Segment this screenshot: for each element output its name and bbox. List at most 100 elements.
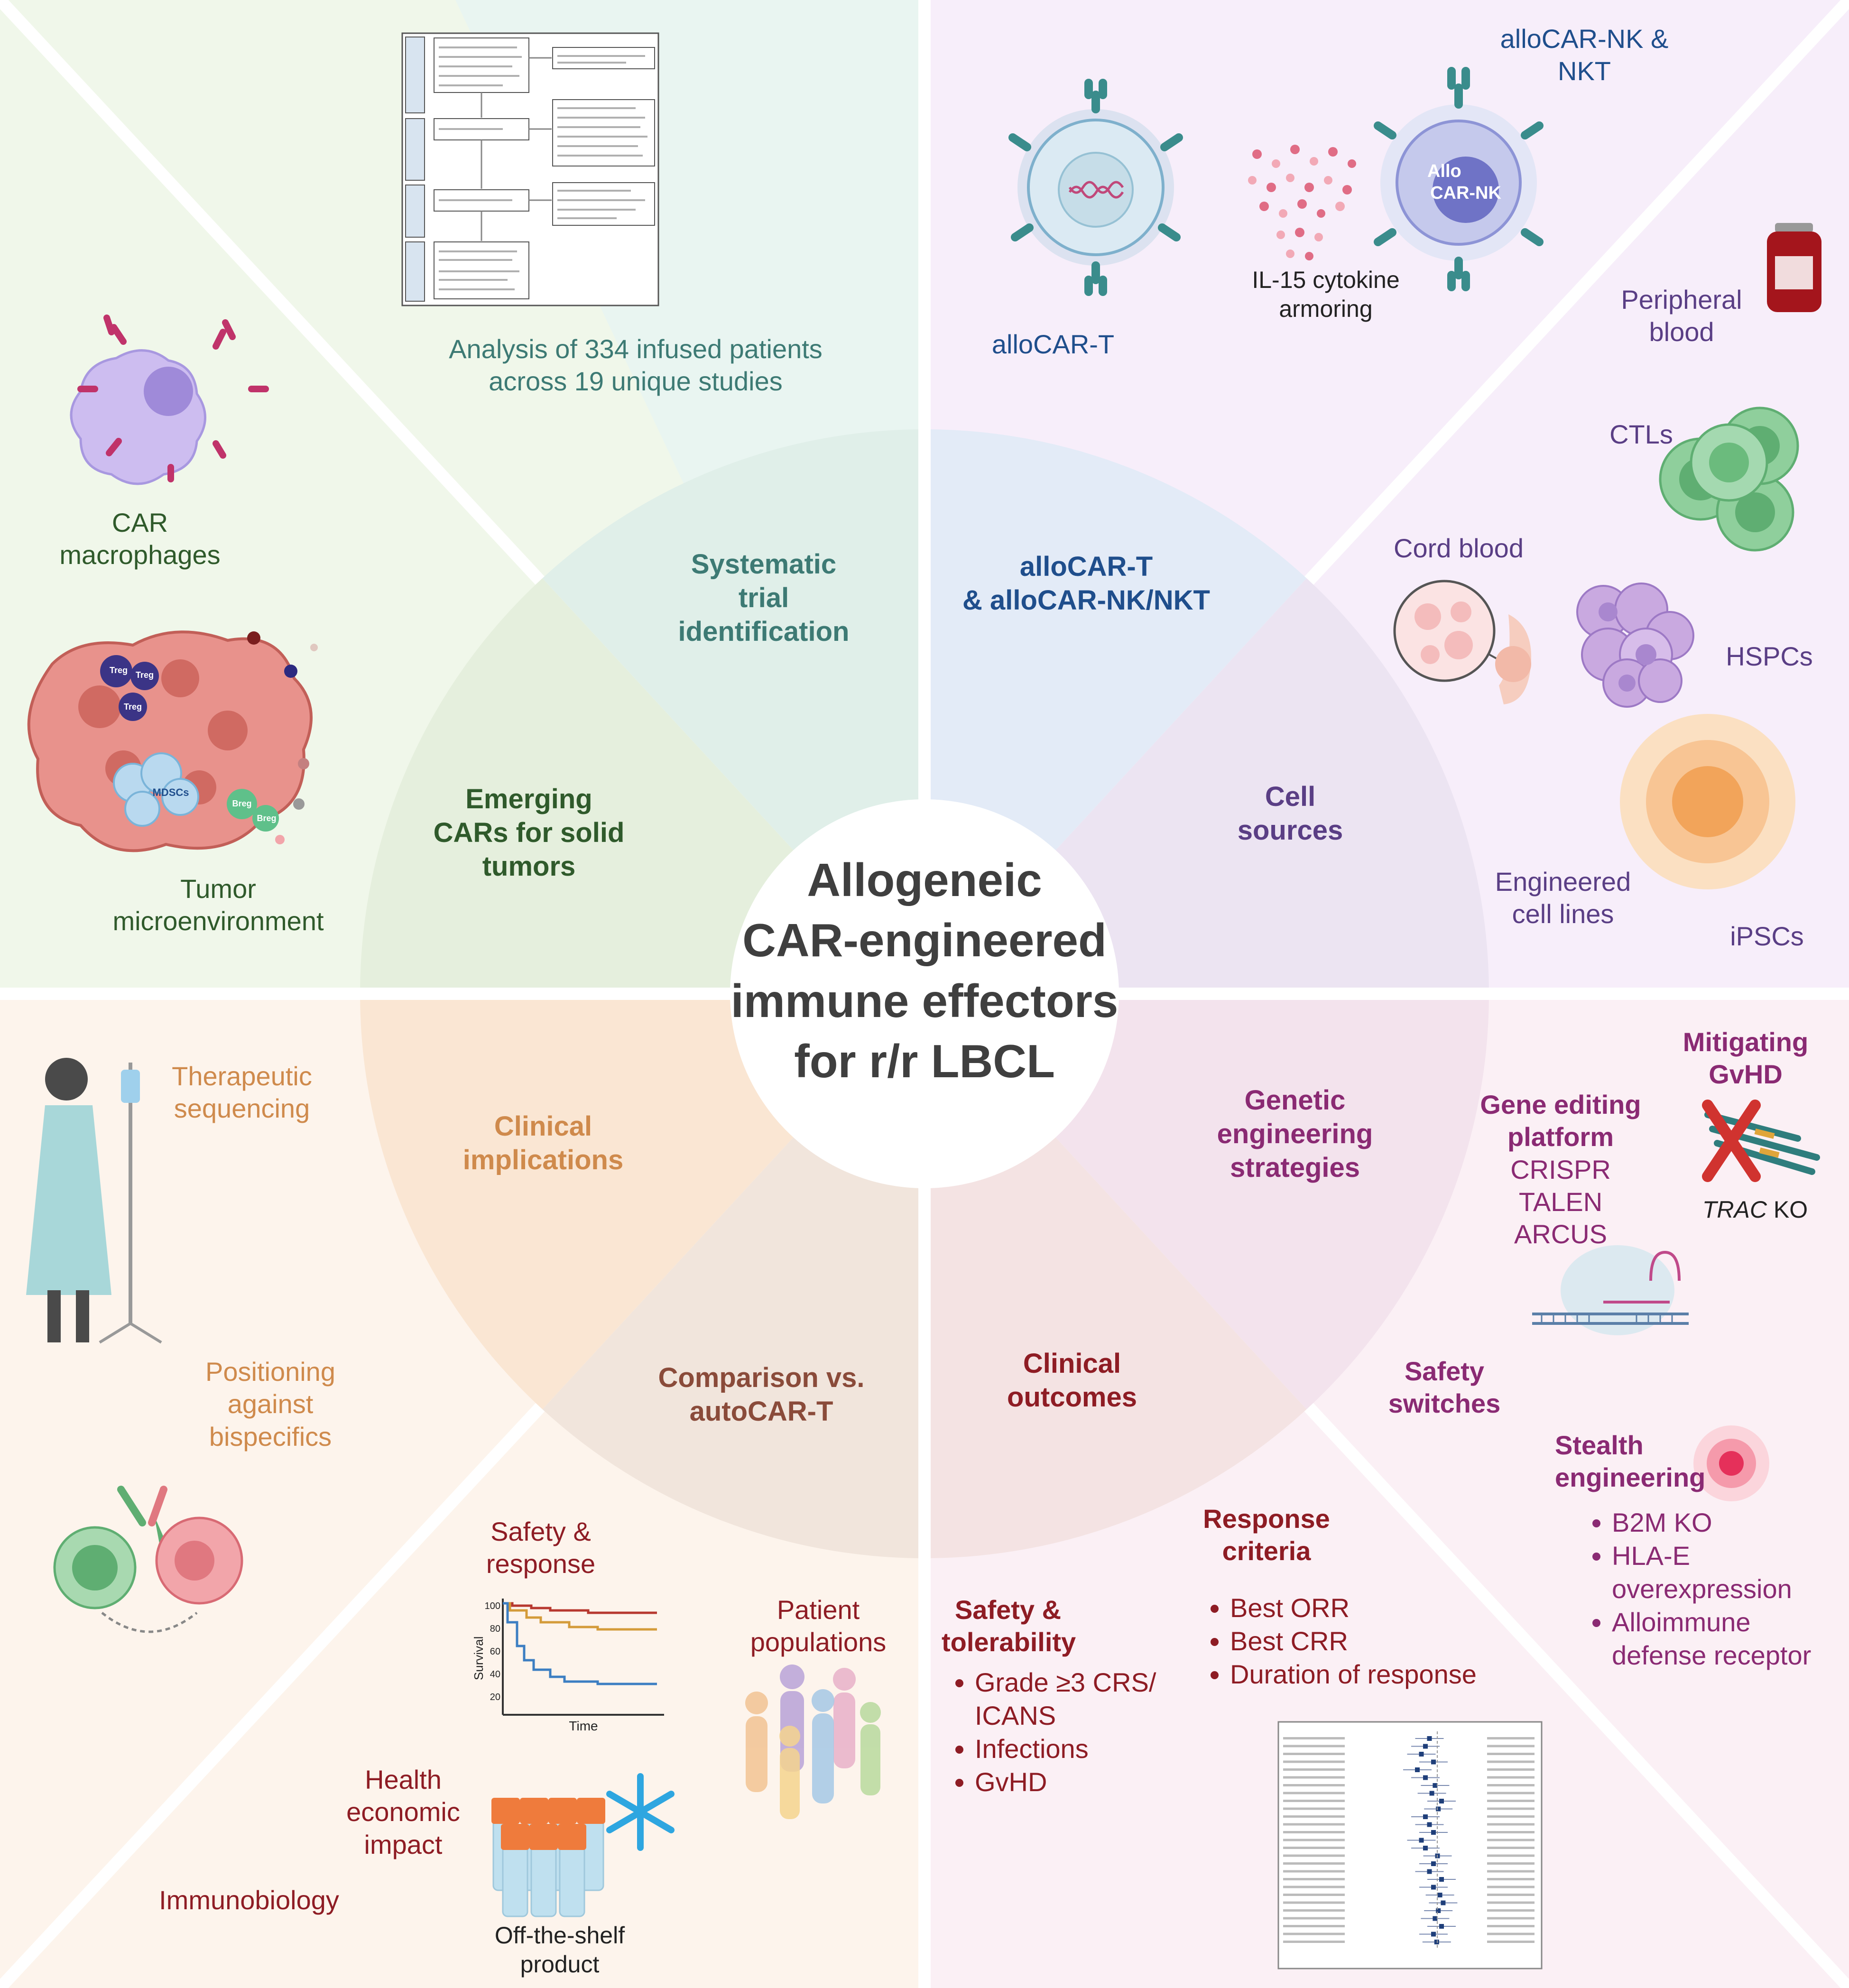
segment-outcomes (924, 1135, 1307, 1558)
response-l1: Response (1203, 1504, 1330, 1534)
allocar-nk-label: alloCAR-NK & NKT (1480, 23, 1689, 88)
segment-label-genetic: Genetic engineering strategies (1200, 1084, 1390, 1184)
stealth-l1: Stealth (1555, 1430, 1644, 1460)
breg-label-2: Breg (257, 814, 277, 823)
nk-l2: NKT (1558, 56, 1611, 86)
comparison-l2: autoCAR-T (689, 1396, 833, 1427)
implications-l2: implications (462, 1144, 624, 1175)
segment-comparison (542, 1135, 924, 1558)
tme-l2: microenvironment (112, 906, 324, 936)
forest-point (1431, 1861, 1436, 1866)
forest-row-text (1283, 1745, 1345, 1748)
ots-l2: product (520, 1951, 600, 1978)
pos-l1: Positioning (205, 1357, 335, 1387)
forest-row-values (1487, 1925, 1535, 1927)
analysis-l2: across 19 unique studies (489, 366, 783, 397)
outcomes-l2: outcomes (1007, 1381, 1137, 1413)
forest-point (1423, 1775, 1428, 1780)
health-l1: Health (365, 1765, 442, 1794)
systematic-l1: Systematic (691, 549, 837, 580)
segment-emerging (360, 578, 796, 994)
forest-point (1441, 1900, 1446, 1905)
forest-point (1415, 1767, 1420, 1772)
response-l2: criteria (1222, 1536, 1311, 1566)
ther-l2: sequencing (174, 1093, 310, 1124)
hspcs-label: HSPCs (1726, 641, 1813, 671)
forest-row-text (1283, 1933, 1345, 1935)
forest-row-values (1487, 1854, 1535, 1857)
stealth-item-hla-l1: HLA-E (1612, 1541, 1690, 1571)
safety-tol-l2: tolerability (942, 1627, 1076, 1657)
cord-blood-illustration (1393, 580, 1531, 704)
off-the-shelf-label: Off-the-shelf product (465, 1921, 655, 1979)
forest-point (1436, 1908, 1441, 1913)
segment-label-allocar: alloCAR-T & alloCAR-NK/NKT (944, 550, 1229, 618)
forest-row-text (1283, 1878, 1345, 1880)
forest-row-text (1283, 1854, 1345, 1857)
forest-plot (1277, 1721, 1543, 1970)
forest-row-text (1283, 1831, 1345, 1833)
response-item-dor: Duration of response (1230, 1658, 1477, 1691)
forest-row-values (1487, 1800, 1535, 1802)
patient-l2: populations (750, 1627, 887, 1657)
forest-row-text (1283, 1753, 1345, 1755)
il15-cytokine-dots (1248, 145, 1356, 260)
forest-row-text (1283, 1784, 1345, 1786)
ipscs-label: iPSCs (1730, 921, 1804, 951)
crispr-illustration (1532, 1245, 1689, 1335)
pb-l2: blood (1649, 317, 1714, 347)
forest-row-values (1487, 1941, 1535, 1943)
forest-point (1437, 1893, 1442, 1897)
forest-row-values (1487, 1909, 1535, 1912)
forest-point (1431, 1759, 1436, 1765)
pos-l2: against (227, 1389, 314, 1419)
forest-point (1419, 1752, 1424, 1757)
forest-row-values (1487, 1847, 1535, 1849)
car-macrophages-label: CAR macrophages (52, 507, 228, 572)
treg-label-1: Treg (109, 666, 128, 675)
health-l2: economic (346, 1797, 460, 1827)
segment-label-comparison: Comparison vs. autoCAR-T (631, 1361, 892, 1429)
forest-row-values (1487, 1776, 1535, 1779)
trac-ko-illustration (1702, 1100, 1820, 1182)
allo-cell-label: Allo CAR-NK (1411, 160, 1520, 204)
emerging-l1: Emerging (465, 784, 592, 814)
breg-label-1: Breg (232, 799, 252, 808)
stealth-item-allo-l1: Alloimmune (1612, 1607, 1751, 1637)
prisma-diagram (401, 32, 659, 306)
forest-row-values (1487, 1807, 1535, 1810)
forest-point (1431, 1830, 1436, 1835)
forest-row-values (1487, 1760, 1535, 1763)
forest-row-text (1283, 1800, 1345, 1802)
forest-row-text (1283, 1839, 1345, 1841)
km-tick-80: 80 (490, 1624, 500, 1634)
forest-point (1433, 1916, 1438, 1921)
safety-item-crs: Grade ≥3 CRS/ICANS (975, 1666, 1156, 1732)
carm-l1: CAR (111, 508, 168, 537)
km-tick-labels: 100 80 60 40 20 (479, 1595, 500, 1709)
forest-row-values (1487, 1768, 1535, 1771)
stealth-item-hla-l2: overexpression (1612, 1574, 1792, 1604)
trac-rest: KO (1766, 1196, 1808, 1223)
forest-row-values (1487, 1901, 1535, 1904)
center-title-line3: immune effectors (730, 974, 1119, 1027)
snowflake-icon (606, 1773, 675, 1851)
forest-row-values (1487, 1886, 1535, 1888)
car-macrophage-illustration (70, 314, 269, 485)
forest-point (1431, 1885, 1436, 1890)
allocar-t-label: alloCAR-T (991, 329, 1115, 359)
tumor-microenvironment-label: Tumor microenvironment (95, 873, 342, 938)
km-tick-40: 40 (490, 1669, 500, 1680)
ctls-illustration (1659, 407, 1799, 552)
analysis-caption: Analysis of 334 infused patients across … (408, 333, 863, 398)
ther-l1: Therapeutic (172, 1061, 312, 1091)
forest-row-text (1283, 1823, 1345, 1826)
forest-row-text (1283, 1807, 1345, 1810)
safety-tolerability-label: Safety & tolerability (942, 1594, 1084, 1659)
forest-point (1434, 1940, 1439, 1944)
safety-item-infections: Infections (975, 1732, 1156, 1766)
safety-item-gvhd: GvHD (975, 1766, 1156, 1799)
ctls-label: CTLs (1609, 419, 1673, 449)
